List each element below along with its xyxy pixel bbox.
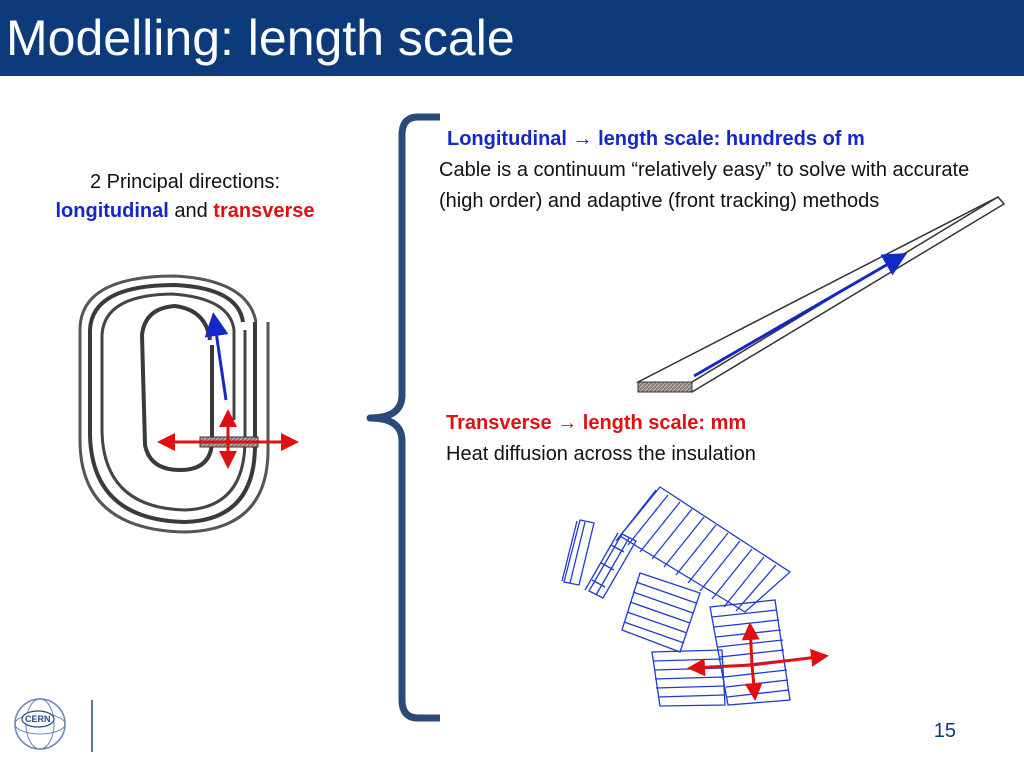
- transverse-arrows: [687, 622, 829, 701]
- longitudinal-heading-b: length scale: hundreds of m: [592, 128, 865, 150]
- intro-transverse: transverse: [213, 200, 315, 222]
- intro-longitudinal: longitudinal: [55, 200, 169, 222]
- arrow-right-icon: →: [572, 128, 593, 150]
- cern-logo-text: CERN: [25, 714, 51, 724]
- coil-diagram: [78, 274, 299, 534]
- page-number: 15: [933, 720, 956, 742]
- longitudinal-body: Cable is a continuum “relatively easy” t…: [439, 159, 970, 212]
- cern-logo: CERN: [14, 698, 93, 752]
- transverse-heading: Transverse → length scale: mm: [446, 408, 966, 439]
- curly-brace: [366, 113, 440, 722]
- transverse-block: Transverse → length scale: mm Heat diffu…: [446, 408, 966, 470]
- longitudinal-arrow: [204, 312, 229, 401]
- longitudinal-heading-a: Longitudinal: [447, 128, 573, 150]
- longitudinal-heading: Longitudinal → length scale: hundreds of…: [439, 124, 999, 155]
- arrow-right-icon: →: [557, 412, 578, 434]
- transverse-body: Heat diffusion across the insulation: [446, 443, 756, 465]
- transverse-heading-a: Transverse: [446, 412, 558, 434]
- cross-section-diagram: [561, 486, 792, 707]
- intro-and: and: [168, 200, 214, 222]
- intro-line1: 2 Principal directions:: [89, 171, 281, 193]
- cable-diagram: [635, 196, 1006, 393]
- title-bar: Modelling: length scale: [0, 0, 1024, 76]
- intro-line2: longitudinal and transverse: [10, 197, 360, 226]
- transverse-heading-b: length scale: mm: [577, 412, 747, 434]
- slide-title: Modelling: length scale: [6, 10, 515, 66]
- longitudinal-block: Longitudinal → length scale: hundreds of…: [439, 124, 999, 217]
- intro-text: 2 Principal directions: longitudinal and…: [10, 168, 360, 226]
